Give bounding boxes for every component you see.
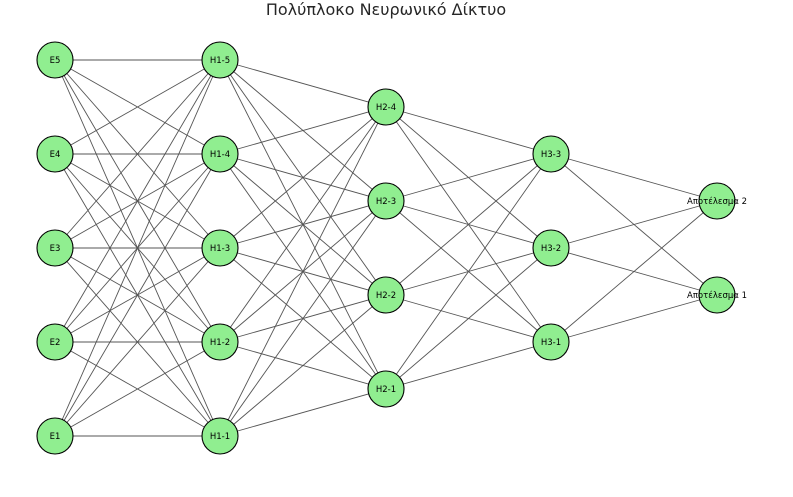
node-layer4-0: Αποτέλεσμα 1 [687,276,747,314]
node-layer3-1: H3-2 [532,229,570,267]
edge-1-2-0 [219,247,387,390]
node-label: H1-1 [210,432,230,442]
node-label: E2 [50,338,61,348]
node-circle [532,135,570,173]
node-label: H1-5 [210,56,230,66]
node-circle [532,323,570,361]
edge-2-0-0 [385,341,552,390]
edge-2-3-0 [385,106,552,343]
node-circle [201,229,239,267]
node-layer4-1: Αποτέλεσμα 2 [687,182,747,220]
node-label: H2-4 [376,103,396,113]
edge-3-2-1 [550,153,718,202]
edge-3-1-0 [550,247,718,296]
node-label: E3 [50,244,61,254]
node-label: Αποτέλεσμα 1 [687,290,747,301]
edge-2-3-1 [385,106,552,249]
edge-0-4-2 [54,59,221,249]
node-layer1-3: H1-4 [201,135,239,173]
node-label: H1-4 [210,150,230,160]
edge-1-1-0 [219,341,387,390]
node-label: H3-3 [541,150,561,160]
node-label: H2-3 [376,197,396,207]
node-circle [698,182,736,220]
edge-3-2-0 [550,153,718,296]
node-label: H3-2 [541,244,561,254]
node-circle [532,229,570,267]
node-circle [36,323,74,361]
node-label: Αποτέλεσμα 2 [687,196,747,207]
edge-0-2-0 [54,247,221,437]
node-layer0-2: E3 [36,229,74,267]
edge-0-4-0 [54,59,221,437]
node-label: H2-2 [376,291,396,301]
node-label: H3-1 [541,338,561,348]
edge-0-4-1 [54,59,221,343]
node-label: E1 [50,432,61,442]
node-label: H1-2 [210,338,230,348]
edge-2-2-0 [385,200,552,343]
node-circle [36,417,74,455]
node-layer2-1: H2-2 [367,276,405,314]
edge-1-0-0 [219,388,387,437]
node-circle [201,41,239,79]
edge-3-0-0 [550,294,718,343]
node-layer2-0: H2-1 [367,370,405,408]
edge-0-4-3 [54,59,221,155]
edge-1-4-2 [219,59,387,202]
node-circle [201,135,239,173]
node-layer0-3: E4 [36,135,74,173]
node-layer1-1: H1-2 [201,323,239,361]
edge-1-4-1 [219,59,387,296]
edge-group [54,59,718,437]
node-label: H2-1 [376,385,396,395]
edge-0-3-0 [54,153,221,437]
node-circle [201,417,239,455]
edge-0-1-0 [54,341,221,437]
edge-1-4-3 [219,59,387,108]
node-layer3-0: H3-1 [532,323,570,361]
node-circle [698,276,736,314]
node-circle [36,135,74,173]
node-layer1-4: H1-5 [201,41,239,79]
node-layer2-3: H2-4 [367,88,405,126]
node-label: H1-3 [210,244,230,254]
edge-2-3-2 [385,106,552,155]
node-layer2-2: H2-3 [367,182,405,220]
edge-1-3-0 [219,153,387,390]
node-circle [36,229,74,267]
node-layer3-2: H3-3 [532,135,570,173]
node-circle [367,88,405,126]
edge-2-1-0 [385,294,552,343]
node-circle [367,182,405,220]
node-layer1-0: H1-1 [201,417,239,455]
edge-1-4-0 [219,59,387,390]
node-layer0-1: E2 [36,323,74,361]
node-circle [367,276,405,314]
node-layer0-0: E1 [36,417,74,455]
node-layer0-4: E5 [36,41,74,79]
node-layer1-2: H1-3 [201,229,239,267]
node-circle [201,323,239,361]
node-label: E4 [50,150,61,160]
node-circle [367,370,405,408]
diagram-title: Πολύπλοκο Νευρωνικό Δίκτυο [266,0,506,19]
node-label: E5 [50,56,61,66]
node-circle [36,41,74,79]
